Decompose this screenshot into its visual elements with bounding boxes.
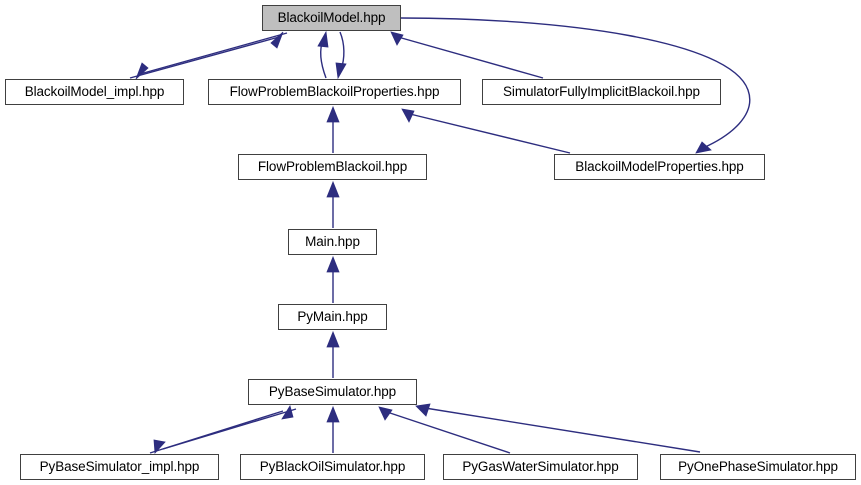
node-label: PyBlackOilSimulator.hpp — [259, 459, 406, 475]
node-simulatorfullyimplicit[interactable]: SimulatorFullyImplicitBlackoil.hpp — [482, 79, 721, 105]
node-pyonephasesimulator[interactable]: PyOnePhaseSimulator.hpp — [660, 454, 856, 480]
edge-flowproblemblackoil-to-flowproblembo_props — [326, 105, 340, 153]
node-flowproblembo_props[interactable]: FlowProblemBlackoilProperties.hpp — [208, 79, 461, 105]
node-pyblackoilsimulator[interactable]: PyBlackOilSimulator.hpp — [240, 454, 425, 480]
node-blackoilmodel_impl[interactable]: BlackoilModel_impl.hpp — [5, 79, 184, 105]
edge-pybasesimulator-to-pybasesimulator_impl — [153, 408, 297, 454]
node-pybasesimulator[interactable]: PyBaseSimulator.hpp — [248, 379, 417, 405]
edge-pybasesimulator-to-pymain — [326, 330, 340, 378]
edge-blackoilmodelproperties-to-flowproblembo_props — [401, 108, 571, 154]
node-label: BlackoilModel_impl.hpp — [24, 84, 165, 100]
edge-flowproblembo_props-to-blackoilmodel — [317, 30, 329, 79]
edge-blackoilmodel_impl-to-blackoilmodel — [129, 31, 284, 79]
node-label: PyBaseSimulator.hpp — [268, 384, 397, 400]
node-label: BlackoilModel.hpp — [277, 10, 386, 26]
edge-simulatorfullyimplicit-to-blackoilmodel — [390, 31, 544, 79]
node-main[interactable]: Main.hpp — [288, 229, 377, 255]
edge-pyonephasesimulator-to-pybasesimulator — [415, 403, 701, 453]
edge-main-to-flowproblemblackoil — [326, 180, 340, 228]
node-label: PyMain.hpp — [297, 309, 368, 325]
node-pymain[interactable]: PyMain.hpp — [278, 304, 387, 330]
node-pybasesimulator_impl[interactable]: PyBaseSimulator_impl.hpp — [20, 454, 219, 480]
edge-blackoilmodel-to-blackoilmodel_impl — [135, 32, 288, 80]
node-blackoilmodel[interactable]: BlackoilModel.hpp — [262, 5, 401, 31]
node-flowproblemblackoil[interactable]: FlowProblemBlackoil.hpp — [238, 154, 427, 180]
node-label: Main.hpp — [305, 234, 360, 250]
edge-blackoilmodel-to-flowproblembo_props — [335, 31, 347, 80]
node-label: PyGasWaterSimulator.hpp — [462, 459, 619, 475]
node-label: BlackoilModelProperties.hpp — [575, 159, 744, 175]
edge-blackoilmodel-to-blackoilmodelproperties — [400, 17, 751, 154]
node-label: FlowProblemBlackoilProperties.hpp — [229, 84, 440, 100]
edge-pygaswatersimulator-to-pybasesimulator — [378, 406, 511, 454]
node-label: PyBaseSimulator_impl.hpp — [39, 459, 200, 475]
node-label: FlowProblemBlackoil.hpp — [257, 159, 408, 175]
edge-pyblackoilsimulator-to-pybasesimulator — [326, 405, 340, 453]
node-label: PyOnePhaseSimulator.hpp — [678, 459, 838, 475]
node-label: SimulatorFullyImplicitBlackoil.hpp — [503, 84, 700, 100]
node-pygaswatersimulator[interactable]: PyGasWaterSimulator.hpp — [443, 454, 638, 480]
node-blackoilmodelproperties[interactable]: BlackoilModelProperties.hpp — [554, 154, 765, 180]
edge-pymain-to-main — [326, 255, 340, 303]
